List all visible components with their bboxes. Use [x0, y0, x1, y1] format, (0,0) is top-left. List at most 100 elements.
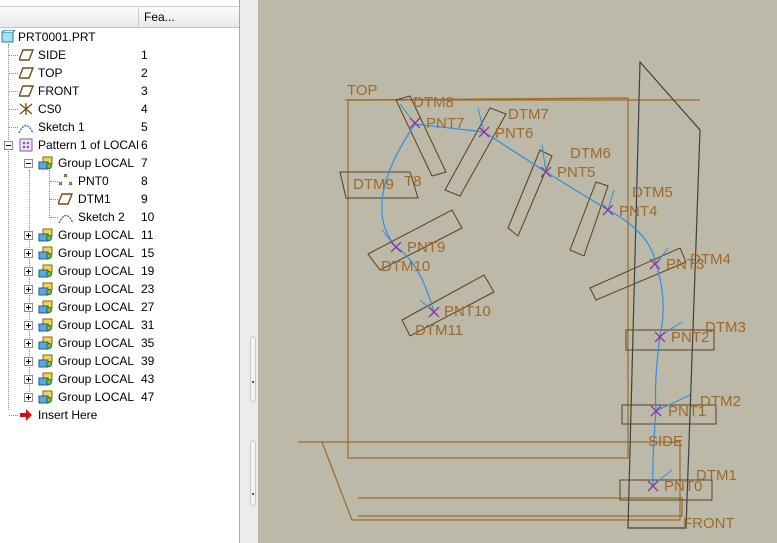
tree-item-number: 4: [141, 102, 148, 116]
tree-item-label: Sketch 1: [38, 120, 85, 134]
label-dtm10: DTM10: [381, 258, 430, 275]
tree-connector: [50, 217, 58, 218]
collapse-toggle[interactable]: [4, 141, 13, 150]
tree-item-number: 23: [141, 282, 155, 296]
tree-item-group-local[interactable]: Group LOCAL 15: [0, 244, 239, 262]
tree-item-number: 11: [141, 228, 154, 242]
group-icon: [38, 228, 54, 242]
tree-item-top[interactable]: TOP 2: [0, 64, 239, 82]
dtm3-plane: [625, 329, 715, 351]
label-dtm9: DTM9: [353, 176, 394, 193]
label-pnt8: T8: [404, 173, 422, 190]
tree-connector: [9, 127, 18, 128]
pnt0-marker: [647, 480, 659, 492]
label-dtm8: DTM8: [413, 94, 454, 111]
tree-item-insert-here[interactable]: Insert Here: [0, 406, 239, 424]
expand-toggle[interactable]: [24, 285, 33, 294]
column-header-feature[interactable]: Fea...: [144, 10, 175, 24]
dtm8-plane: [395, 95, 447, 177]
group-icon: [38, 156, 54, 170]
part-icon: [1, 29, 17, 44]
dtm4-plane: [589, 247, 687, 301]
column-header-name[interactable]: [0, 7, 139, 27]
tree-item-label: Group LOCAL: [58, 246, 135, 260]
tree-item-label: Group LOCAL: [58, 354, 135, 368]
group-icon: [38, 318, 54, 332]
datum-plane-markers: [339, 95, 717, 501]
splitter-dot: [252, 381, 254, 383]
label-pnt0: PNT0: [664, 478, 702, 495]
tree-item-number: 27: [141, 300, 155, 314]
tree-item-label: Insert Here: [38, 408, 98, 422]
label-dtm11: DTM11: [415, 322, 463, 339]
tree-item-label: Group LOCAL: [58, 318, 135, 332]
label-pnt1: PNT1: [668, 403, 706, 420]
tree-item-group-local[interactable]: Group LOCAL 39: [0, 352, 239, 370]
tree-item-label: PRT0001.PRT: [18, 30, 96, 44]
datum-plane-side-edge: [627, 60, 701, 529]
arrow-right-icon: [19, 408, 35, 422]
tree-item-group-local[interactable]: Group LOCAL 11: [0, 226, 239, 244]
panel-splitter[interactable]: [240, 0, 258, 543]
tree-item-front[interactable]: FRONT 3: [0, 82, 239, 100]
pnt2-marker: [654, 331, 666, 343]
tree-item-label: Group LOCAL: [58, 390, 135, 404]
datum-planes: [298, 97, 700, 521]
label-dtm6: DTM6: [570, 145, 611, 162]
tree-item-sketch-1[interactable]: Sketch 1 5: [0, 118, 239, 136]
expand-toggle[interactable]: [24, 303, 33, 312]
tree-item-group-local[interactable]: Group LOCAL 19: [0, 262, 239, 280]
pnt9-marker: [390, 241, 402, 253]
tree-item-label: Group LOCAL: [58, 372, 135, 386]
tree-item-label: Group LOCAL: [58, 336, 135, 350]
dtm9-plane: [339, 171, 419, 199]
tree-item-label: PNT0: [78, 174, 109, 188]
tree-item-label: TOP: [38, 66, 63, 80]
tree-item-label: Group LOCAL: [58, 156, 135, 170]
tree-connector: [9, 73, 18, 74]
label-side: SIDE: [648, 433, 683, 450]
tree-item-number: 8: [141, 174, 148, 188]
model-tree-header: Fea...: [0, 6, 239, 28]
datum-plane-front-outline: [358, 497, 683, 517]
dtm1-plane: [619, 479, 713, 501]
splitter-grip[interactable]: [250, 440, 256, 506]
label-pnt10: PNT10: [444, 303, 491, 320]
datum-point-markers: [390, 117, 666, 492]
tree-item-group-local[interactable]: Group LOCAL 27: [0, 298, 239, 316]
tree-item-label: DTM1: [78, 192, 111, 206]
tree-item-cs0[interactable]: CS0 4: [0, 100, 239, 118]
tree-item-group-local[interactable]: Group LOCAL 7: [0, 154, 239, 172]
tree-item-group-local[interactable]: Group LOCAL 43: [0, 370, 239, 388]
tree-connector: [50, 199, 58, 200]
tree-item-group-local[interactable]: Group LOCAL 47: [0, 388, 239, 406]
expand-toggle[interactable]: [24, 231, 33, 240]
dtm7-plane: [444, 107, 507, 197]
tree-item-pattern-1[interactable]: Pattern 1 of LOCAL 6: [0, 136, 239, 154]
group-icon: [38, 390, 54, 404]
splitter-grip[interactable]: [250, 336, 256, 402]
graphics-window[interactable]: TOP SIDE FRONT DTM1 DTM2 DTM3 DTM4 DTM5 …: [258, 0, 777, 543]
tree-item-number: 1: [141, 48, 148, 62]
tree-item-group-local[interactable]: Group LOCAL 23: [0, 280, 239, 298]
datum-plane-icon: [17, 66, 35, 80]
expand-toggle[interactable]: [24, 249, 33, 258]
label-top: TOP: [347, 82, 378, 99]
expand-toggle[interactable]: [24, 267, 33, 276]
expand-toggle[interactable]: [24, 393, 33, 402]
tree-item-group-local[interactable]: Group LOCAL 31: [0, 316, 239, 334]
tree-item-group-local[interactable]: Group LOCAL 35: [0, 334, 239, 352]
tree-item-sketch-2[interactable]: Sketch 2 10: [0, 208, 239, 226]
tree-item-part[interactable]: PRT0001.PRT: [0, 28, 239, 46]
collapse-toggle[interactable]: [24, 159, 33, 168]
tree-connector: [9, 109, 18, 110]
expand-toggle[interactable]: [24, 375, 33, 384]
coordinate-system-icon: [18, 102, 34, 116]
expand-toggle[interactable]: [24, 357, 33, 366]
datum-point-icon: [58, 173, 74, 188]
tree-item-pnt0[interactable]: PNT0 8: [0, 172, 239, 190]
tree-item-side[interactable]: SIDE 1: [0, 46, 239, 64]
expand-toggle[interactable]: [24, 321, 33, 330]
expand-toggle[interactable]: [24, 339, 33, 348]
tree-item-dtm1[interactable]: DTM1 9: [0, 190, 239, 208]
